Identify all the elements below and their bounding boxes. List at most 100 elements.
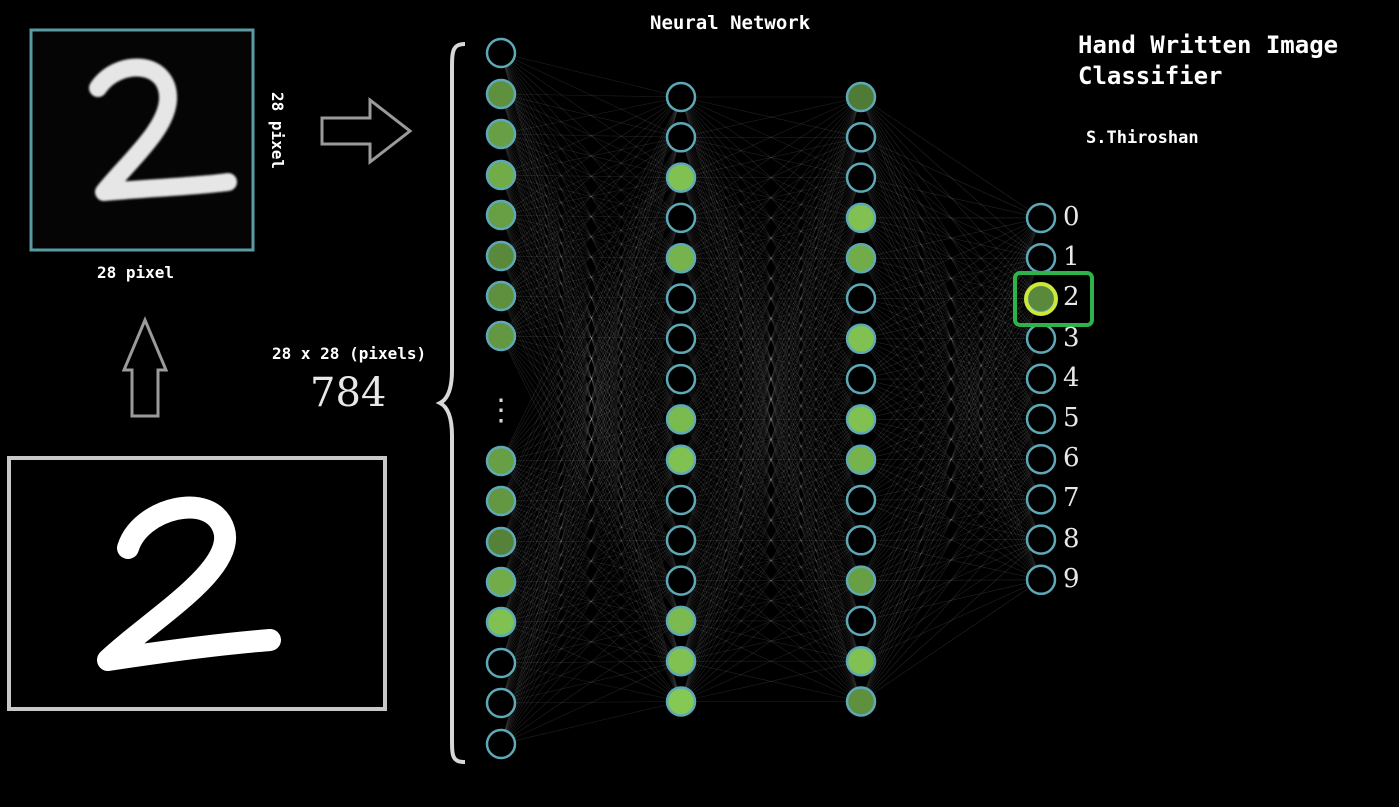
connection-line bbox=[680, 258, 862, 622]
connection-line bbox=[500, 177, 682, 745]
connection-line bbox=[680, 620, 862, 662]
connection-line bbox=[500, 52, 682, 380]
connection-line bbox=[680, 338, 862, 662]
connection-line bbox=[680, 177, 862, 581]
connection-line bbox=[680, 217, 862, 702]
connection-line bbox=[680, 378, 862, 622]
connection-line bbox=[680, 660, 862, 702]
connection-line bbox=[860, 378, 1042, 581]
connection-line bbox=[680, 177, 862, 622]
connection-line bbox=[500, 93, 682, 259]
connection-line bbox=[500, 93, 682, 621]
connection-line bbox=[860, 338, 1042, 460]
hidden-layer-1-node bbox=[665, 242, 697, 274]
connection-line bbox=[680, 338, 862, 541]
connection-line bbox=[680, 419, 862, 581]
connection-line bbox=[500, 541, 682, 622]
connection-line bbox=[680, 177, 862, 702]
hidden-layer-2-node bbox=[845, 686, 877, 717]
connection-line bbox=[500, 174, 682, 340]
connection-line bbox=[680, 419, 862, 581]
connection-line bbox=[680, 338, 862, 380]
connection-line bbox=[680, 137, 862, 581]
connection-line bbox=[500, 258, 682, 745]
connection-line bbox=[500, 580, 682, 664]
connection-line bbox=[500, 338, 682, 462]
connection-line bbox=[500, 338, 682, 502]
connection-line bbox=[860, 137, 1042, 339]
connection-line bbox=[500, 177, 682, 704]
hidden-layer-2-node bbox=[845, 605, 877, 637]
connection-line bbox=[500, 255, 682, 259]
connection-line bbox=[500, 133, 682, 420]
connection-line bbox=[680, 137, 862, 622]
connection-line bbox=[500, 52, 682, 299]
output-label-0: 0 bbox=[1063, 202, 1080, 232]
connection-line bbox=[680, 137, 862, 460]
connection-line bbox=[680, 378, 862, 541]
connection-line bbox=[680, 338, 862, 581]
connection-line bbox=[500, 298, 682, 543]
connection-line bbox=[860, 96, 1042, 500]
connection-line bbox=[860, 257, 1042, 380]
connection-line bbox=[860, 579, 1042, 581]
connection-line bbox=[680, 419, 862, 460]
connection-line bbox=[860, 458, 1042, 461]
connection-line bbox=[680, 378, 862, 581]
connection-line bbox=[860, 137, 1042, 420]
connection-line bbox=[680, 177, 862, 541]
connection-line bbox=[680, 378, 862, 662]
connection-line bbox=[500, 174, 682, 702]
connection-line bbox=[500, 137, 682, 176]
connection-line bbox=[680, 258, 862, 541]
connection-line bbox=[860, 217, 1042, 340]
connection-line bbox=[500, 137, 682, 216]
connection-line bbox=[860, 298, 1042, 500]
connection-line bbox=[680, 217, 862, 662]
connection-line bbox=[680, 217, 862, 541]
connection-line bbox=[500, 217, 682, 664]
connection-line bbox=[500, 52, 682, 98]
connection-line bbox=[860, 258, 1042, 622]
hidden-layer-1-node bbox=[665, 686, 697, 717]
dimensions-label: 28 x 28 (pixels) bbox=[272, 344, 427, 363]
connection-line bbox=[860, 258, 1042, 581]
connection-line bbox=[500, 255, 682, 340]
connection-line bbox=[680, 580, 862, 622]
connection-line bbox=[500, 174, 682, 662]
connection-line bbox=[500, 541, 682, 662]
connection-line bbox=[680, 177, 862, 622]
connection-line bbox=[860, 338, 1042, 501]
connection-line bbox=[500, 174, 682, 622]
connection-line bbox=[680, 378, 862, 420]
input-layer-node bbox=[485, 199, 517, 231]
connection-line bbox=[860, 419, 1042, 581]
connection-line bbox=[680, 217, 862, 541]
connection-line bbox=[860, 217, 1042, 580]
connection-line bbox=[680, 459, 862, 581]
connection-line bbox=[500, 93, 682, 380]
connection-line bbox=[500, 52, 682, 219]
connection-line bbox=[860, 217, 1042, 622]
connection-line bbox=[860, 96, 1042, 259]
connection-line bbox=[500, 660, 682, 664]
connection-line bbox=[680, 338, 862, 702]
connection-line bbox=[500, 137, 682, 297]
connection-line bbox=[860, 177, 1042, 259]
connection-line bbox=[680, 540, 862, 702]
connection-line bbox=[500, 214, 682, 501]
connection-line bbox=[680, 298, 862, 460]
connection-line bbox=[680, 137, 862, 581]
drawing-canvas[interactable] bbox=[7, 456, 387, 711]
connection-line bbox=[860, 258, 1042, 702]
connection-line bbox=[680, 217, 862, 420]
connection-line bbox=[680, 298, 862, 541]
connection-line bbox=[680, 258, 862, 702]
connection-line bbox=[860, 378, 1042, 541]
connection-line bbox=[860, 177, 1042, 219]
connection-line bbox=[860, 298, 1042, 702]
connection-line bbox=[500, 499, 682, 583]
connection-line bbox=[680, 217, 862, 299]
connection-line bbox=[860, 418, 1042, 541]
network-connections bbox=[500, 52, 1042, 745]
